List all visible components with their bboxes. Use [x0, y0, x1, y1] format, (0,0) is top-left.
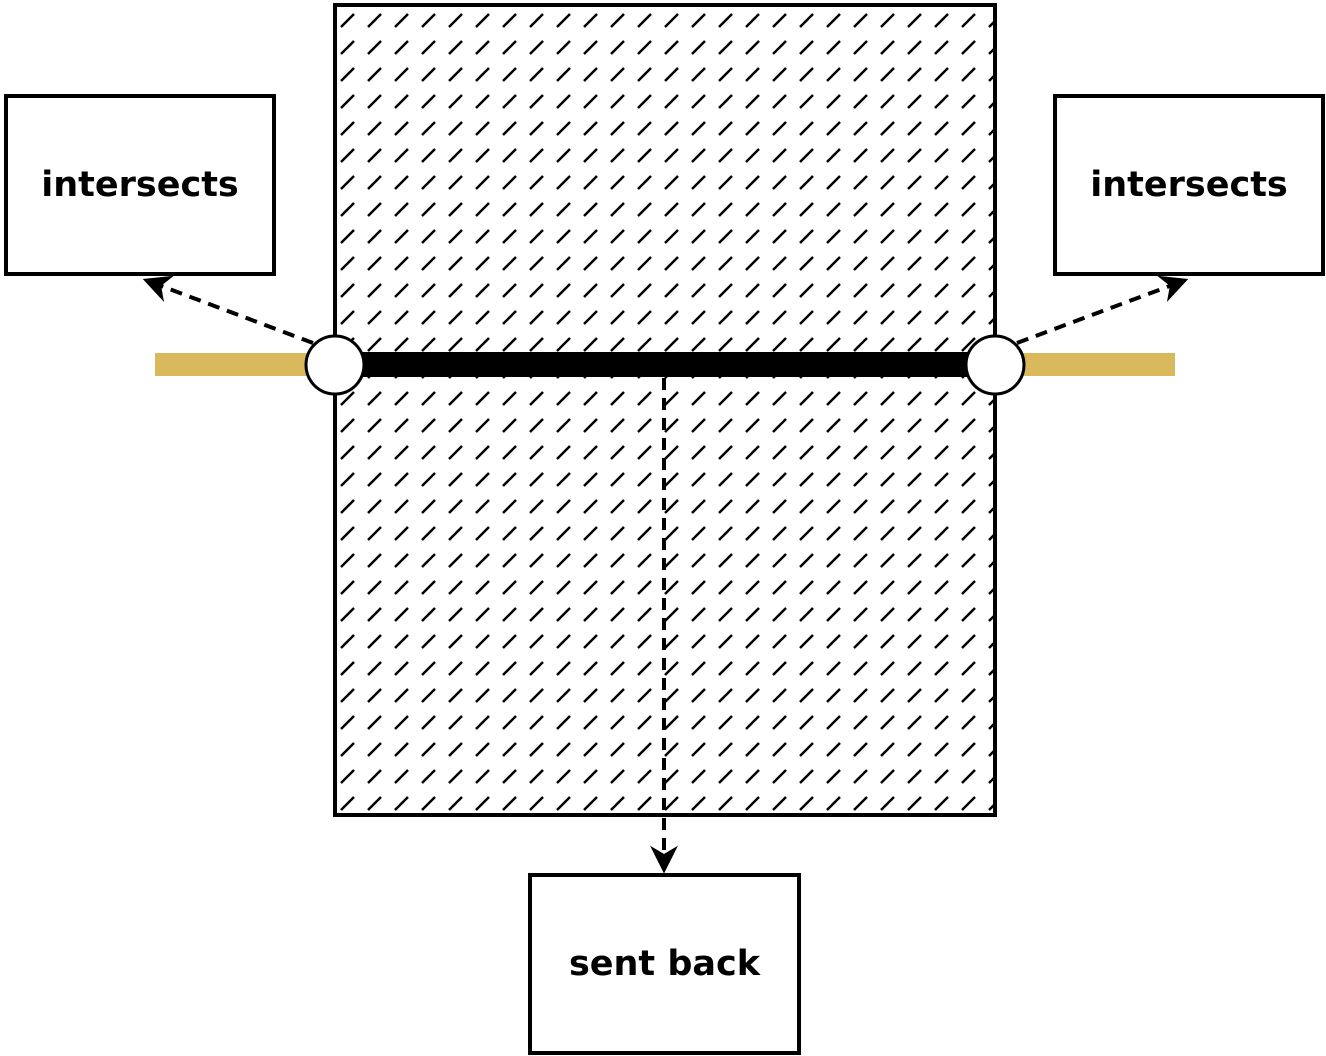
intersects-label-right: intersects — [1090, 165, 1288, 205]
arrow-to-right-box — [1016, 275, 1189, 345]
intersects-box-left: intersects — [4, 94, 276, 276]
sent-back-label: sent back — [568, 944, 761, 984]
outside-segment-left — [155, 353, 335, 376]
intersects-label-left: intersects — [41, 165, 239, 205]
intersection-point-left — [304, 334, 366, 396]
intersection-point-right — [964, 334, 1026, 396]
arrow-to-left-box — [142, 275, 314, 345]
inside-segment — [335, 352, 995, 377]
outside-segment-right — [995, 353, 1175, 376]
sent-back-box: sent back — [528, 873, 801, 1055]
intersects-box-right: intersects — [1053, 94, 1325, 276]
